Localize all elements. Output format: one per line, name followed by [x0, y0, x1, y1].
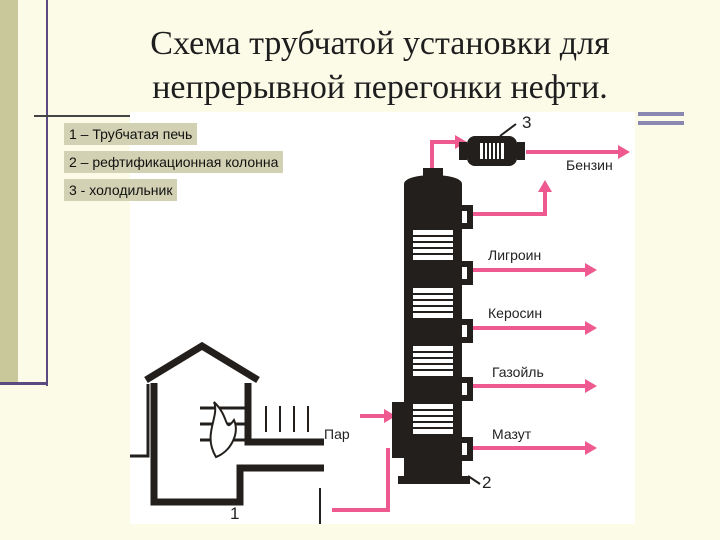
decorative-bar-bottom	[638, 121, 684, 125]
title-underline	[34, 115, 144, 117]
label-gasoil: Газойль	[492, 364, 544, 380]
distillation-column	[392, 168, 481, 485]
left-accent-foot	[0, 382, 48, 385]
legend-item-furnace: 1 – Трубчатая печь	[64, 123, 198, 145]
label-column-number: 2	[482, 473, 491, 492]
decorative-bar-top	[638, 112, 684, 116]
product-pipes	[332, 140, 618, 512]
distillation-diagram: 1 3	[130, 112, 635, 524]
left-accent-band	[0, 0, 18, 384]
tube-furnace	[130, 341, 324, 524]
label-ligroin: Лигроин	[488, 247, 541, 263]
slide-title: Схема трубчатой установки для непрерывно…	[150, 25, 610, 106]
pipe-furnace-to-column	[332, 448, 390, 512]
label-benzin: Бензин	[566, 157, 613, 173]
pipe-column-top-reflux	[468, 190, 547, 216]
label-cooler-number: 3	[522, 113, 531, 132]
label-steam: Пар	[324, 426, 350, 442]
diagram-background	[130, 112, 635, 524]
label-kerosin: Керосин	[488, 305, 542, 321]
label-mazut: Мазут	[492, 426, 532, 442]
legend-item-column: 2 – рефтификационная колонна	[64, 151, 284, 173]
cooler	[459, 123, 525, 166]
vapor-line-to-cooler	[430, 140, 455, 180]
legend-item-cooler: 3 - холодильник	[64, 179, 178, 201]
pipe-arrowheads	[384, 135, 630, 455]
left-accent-rule	[46, 0, 48, 386]
label-furnace-number: 1	[230, 504, 239, 523]
